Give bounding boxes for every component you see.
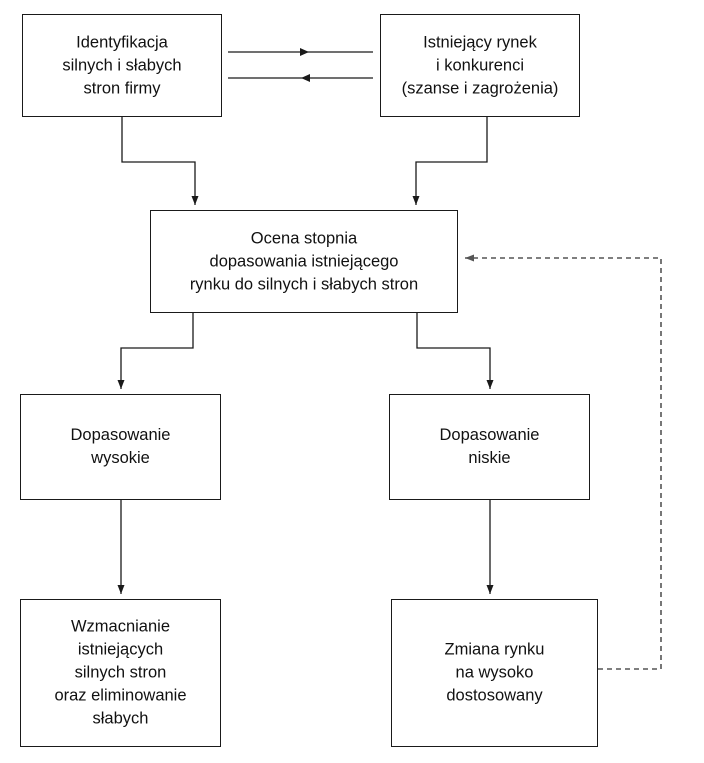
- box-strengths-weaknesses: Identyfikacja silnych i słabych stron fi…: [22, 14, 222, 117]
- box-fit-assessment: Ocena stopnia dopasowania istniejącego r…: [150, 210, 458, 313]
- arrow-assessment-to-high-fit: [117, 313, 194, 389]
- box-existing-market: Istniejący rynek i konkurenci (szanse i …: [380, 14, 580, 117]
- box-reinforce-strengths: Wzmacnianie istniejących silnych stron o…: [20, 599, 221, 747]
- box-change-market: Zmiana rynku na wysoko dostosowany: [391, 599, 598, 747]
- box-existing-market-label: Istniejący rynek i konkurenci (szanse i …: [401, 33, 559, 97]
- arrow-strengths-to-assessment: [121, 117, 199, 205]
- arrow-strengths-to-market-head: [300, 48, 309, 56]
- box-low-fit: Dopasowanie niskie: [389, 394, 590, 500]
- box-reinforce-strengths-label: Wzmacnianie istniejących silnych stron o…: [54, 617, 187, 728]
- arrow-market-to-strengths-head: [301, 74, 310, 82]
- arrow-change-market-to-assessment: [465, 254, 662, 670]
- box-high-fit-label: Dopasowanie wysokie: [70, 426, 171, 467]
- box-fit-assessment-label: Ocena stopnia dopasowania istniejącego r…: [189, 229, 419, 293]
- arrow-market-to-assessment: [412, 117, 488, 205]
- box-change-market-label: Zmiana rynku na wysoko dostosowany: [444, 640, 545, 705]
- box-high-fit: Dopasowanie wysokie: [20, 394, 221, 500]
- arrow-assessment-to-low-fit: [416, 313, 494, 389]
- box-strengths-weaknesses-label: Identyfikacja silnych i słabych stron fi…: [62, 33, 182, 97]
- box-low-fit-label: Dopasowanie niskie: [439, 426, 540, 467]
